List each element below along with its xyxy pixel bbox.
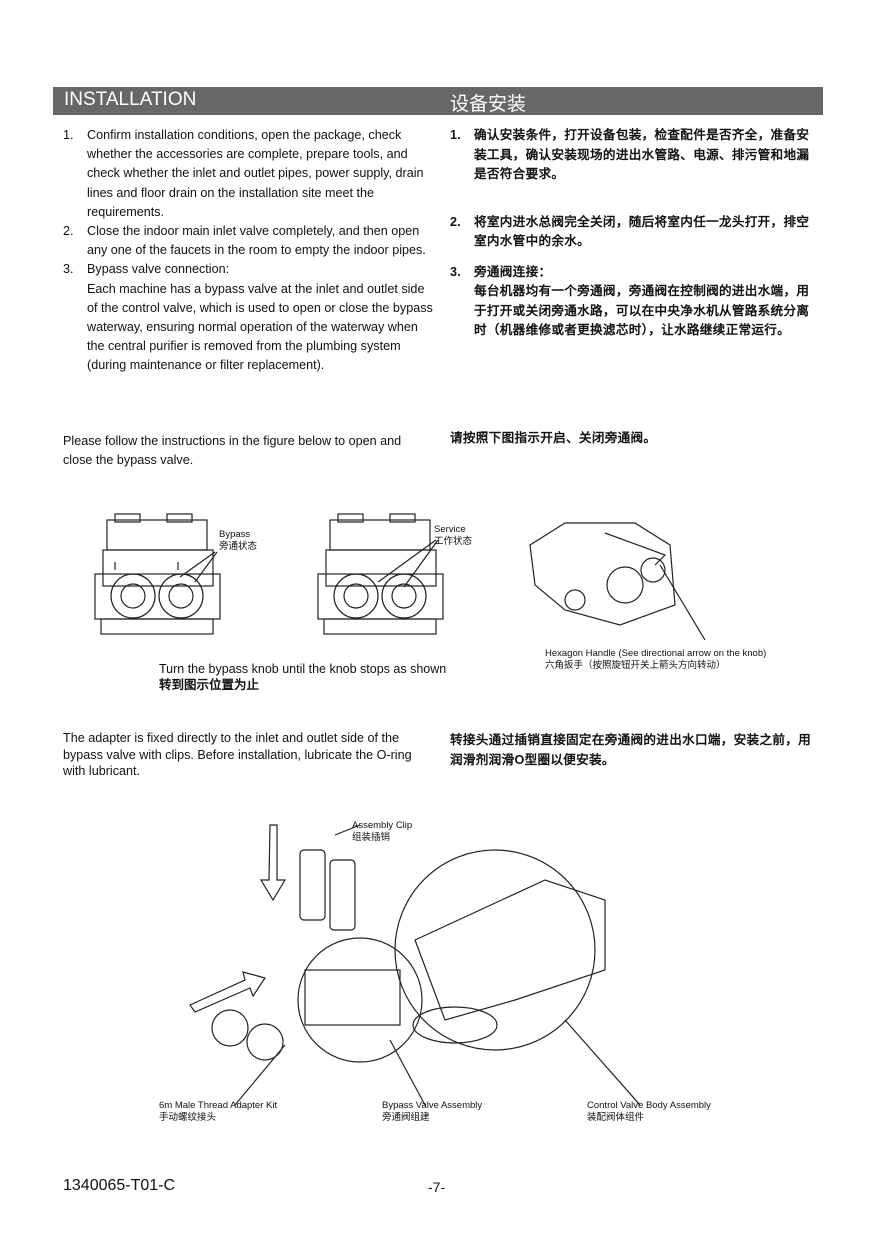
- step-number: 1.: [450, 128, 462, 142]
- bypass-label: Bypass 旁通状态: [219, 529, 257, 553]
- section-header: INSTALLATION 设备安装: [53, 87, 823, 115]
- step-3: 3. Bypass valve connection: Each machine…: [63, 260, 438, 375]
- step-title: 旁通阀连接：: [474, 264, 552, 279]
- adapter-label-en: 6m Male Thread Adapter Kit: [159, 1100, 278, 1111]
- page-number: -7-: [428, 1179, 446, 1195]
- step-text: 将室内进水总阀完全关闭，随后将室内任一龙头打开，排空室内水管中的余水。: [474, 214, 810, 249]
- step-number: 3.: [450, 264, 462, 279]
- service-label-en: Service: [434, 524, 466, 535]
- title-cn: 设备安装: [450, 94, 527, 115]
- turn-caption-en: Turn the bypass knob until the knob stop…: [159, 662, 447, 676]
- follow-text-cn: 请按照下图指示开启、关闭旁通阀。: [450, 431, 657, 445]
- turn-caption-cn: 转到图示位置为止: [159, 678, 260, 692]
- bypass-label-en: Bypass: [219, 529, 251, 540]
- control-label-en: Control Valve Body Assembly: [587, 1100, 711, 1111]
- bypass-valve-bypass-illustration: [94, 513, 221, 635]
- steps-cn: 1. 确认安装条件，打开设备包装，检查配件是否齐全，准备安装工具，确认安装现场的…: [450, 126, 822, 341]
- control-valve-body-label: Control Valve Body Assembly 装配阀体组件: [587, 1100, 711, 1124]
- step-3-cn: 3. 旁通阀连接： 每台机器均有一个旁通阀，旁通阀在控制阀的进出水端，用于打开或…: [450, 263, 822, 341]
- hexagon-label-en: Hexagon Handle (See directional arrow on…: [545, 648, 767, 659]
- step-1: 1. Confirm installation conditions, open…: [63, 126, 438, 222]
- bypass-assembly-label-en: Bypass Valve Assembly: [382, 1100, 483, 1111]
- step-2-cn: 2. 将室内进水总阀完全关闭，随后将室内任一龙头打开，排空室内水管中的余水。: [450, 213, 822, 252]
- bypass-assembly-label-cn: 旁通阀组建: [382, 1112, 430, 1123]
- step-text: Each machine has a bypass valve at the i…: [87, 281, 433, 373]
- title-en: INSTALLATION: [64, 89, 197, 110]
- adapter-kit-label: 6m Male Thread Adapter Kit 手动螺纹接头: [159, 1100, 277, 1124]
- hexagon-handle-illustration: [529, 522, 706, 641]
- clip-label-cn: 组装插销: [352, 832, 391, 843]
- steps-en: 1. Confirm installation conditions, open…: [63, 126, 438, 376]
- control-label-cn: 装配阀体组件: [587, 1112, 645, 1123]
- step-text: Confirm installation conditions, open th…: [87, 128, 424, 219]
- clip-label-en: Assembly Clip: [352, 820, 413, 831]
- step-1-cn: 1. 确认安装条件，打开设备包装，检查配件是否齐全，准备安装工具，确认安装现场的…: [450, 126, 822, 185]
- service-label: Service 工作状态: [434, 524, 472, 548]
- follow-text-en: Please follow the instructions in the fi…: [63, 434, 402, 468]
- step-2: 2. Close the indoor main inlet valve com…: [63, 222, 438, 260]
- adapter-text-en: The adapter is fixed directly to the inl…: [63, 731, 412, 778]
- step-number: 2.: [63, 224, 74, 239]
- bypass-valve-service-illustration: [317, 513, 444, 635]
- step-text: 每台机器均有一个旁通阀，旁通阀在控制阀的进出水端，用于打开或关闭旁通水路，可以在…: [474, 284, 810, 337]
- right-arrow-icon: [189, 971, 266, 1013]
- step-number: 2.: [450, 214, 462, 229]
- hexagon-label-cn: 六角扳手（按照旋钮开关上箭头方向转动）: [545, 660, 726, 671]
- bypass-label-cn: 旁通状态: [219, 541, 258, 552]
- document-id: 1340065-T01-C: [63, 1177, 176, 1194]
- adapter-text-cn: 转接头通过插销直接固定在旁通阀的进出水口端，安装之前，用润滑剂润滑O型圈以便安装…: [450, 733, 812, 767]
- step-number: 1.: [63, 128, 74, 142]
- hexagon-handle-label: Hexagon Handle (See directional arrow on…: [545, 648, 766, 672]
- assembly-clip-label: Assembly Clip 组装插销: [352, 820, 412, 844]
- step-text: Close the indoor main inlet valve comple…: [87, 224, 426, 258]
- step-number: 3.: [63, 262, 74, 277]
- step-title: Bypass valve connection:: [87, 262, 230, 277]
- assembly-illustration: [189, 824, 641, 1106]
- service-label-cn: 工作状态: [434, 536, 473, 547]
- turn-knob-caption: Turn the bypass knob until the knob stop…: [159, 661, 446, 693]
- step-text: 确认安装条件，打开设备包装，检查配件是否齐全，准备安装工具，确认安装现场的进出水…: [474, 128, 810, 181]
- bypass-valve-assembly-label: Bypass Valve Assembly 旁通阀组建: [382, 1100, 482, 1124]
- down-arrow-icon: [259, 824, 287, 902]
- adapter-label-cn: 手动螺纹接头: [159, 1112, 217, 1123]
